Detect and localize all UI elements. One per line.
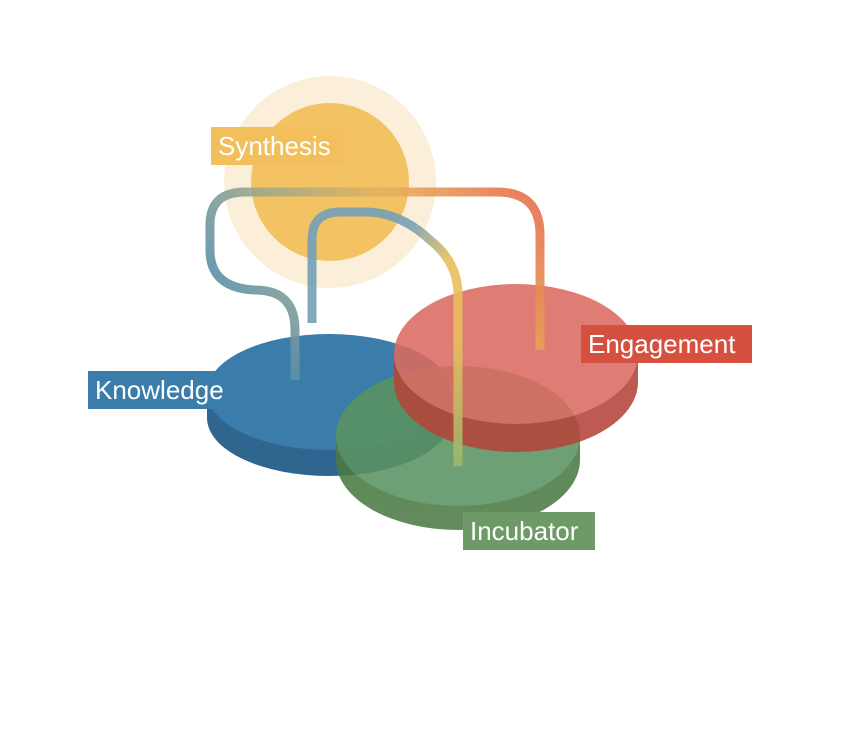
synthesis-core: [251, 103, 409, 261]
incubator-label-bg: [463, 512, 595, 550]
engagement-label-text: Engagement: [588, 329, 736, 359]
knowledge-label-text: Knowledge: [95, 375, 224, 405]
inner-connector-pipe: [307, 207, 463, 466]
synthesis-label: Synthesis: [211, 127, 345, 165]
knowledge-label: Knowledge: [88, 371, 241, 409]
synthesis-label-text: Synthesis: [218, 131, 331, 161]
knowledge-label-bg: [88, 371, 241, 409]
synthesis-label-bg: [211, 127, 345, 165]
engagement-label: Engagement: [581, 325, 752, 363]
incubator-label-text: Incubator: [470, 516, 579, 546]
engagement-label-bg: [581, 325, 752, 363]
synthesis-node: [224, 76, 436, 288]
incubator-label: Incubator: [463, 512, 595, 550]
engagement-disc: [394, 284, 638, 452]
outer-connector-pipe: [205, 187, 545, 380]
